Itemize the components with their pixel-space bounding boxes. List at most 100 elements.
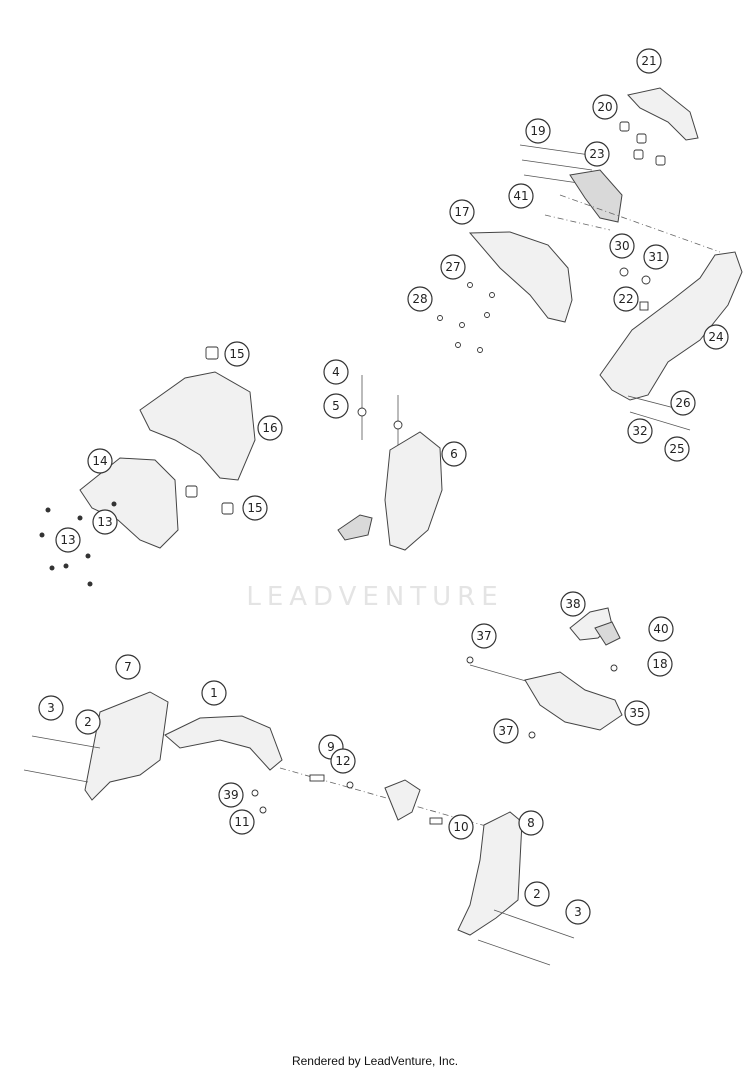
- callout-circle: [448, 814, 474, 840]
- callout-label: 7: [124, 660, 132, 674]
- screw: [484, 312, 490, 318]
- screw: [459, 322, 465, 328]
- callout-label: 39: [223, 788, 238, 802]
- part-15-bushing: [205, 346, 219, 360]
- callout-23: 23: [584, 141, 610, 167]
- callout-label: 15: [247, 501, 262, 515]
- callout-15: 15: [224, 341, 250, 367]
- callout-circle: [407, 286, 433, 312]
- callout-40: 40: [648, 616, 674, 642]
- callout-label: 13: [60, 533, 75, 547]
- part-40-clip: [594, 621, 621, 646]
- callout-35: 35: [624, 700, 650, 726]
- callout-circle: [627, 418, 653, 444]
- callout-6: 6: [441, 441, 467, 467]
- callout-24: 24: [703, 324, 729, 350]
- callout-circle: [508, 183, 534, 209]
- callout-circle: [609, 233, 635, 259]
- washer: [357, 407, 367, 417]
- callout-circle: [664, 436, 690, 462]
- callout-13: 13: [92, 509, 118, 535]
- callout-circle: [38, 695, 64, 721]
- callout-label: 13: [97, 515, 112, 529]
- callout-label: 24: [708, 330, 723, 344]
- callout-25: 25: [664, 436, 690, 462]
- bolt: [629, 411, 691, 431]
- callout-circle: [524, 881, 550, 907]
- callout-label: 11: [234, 815, 249, 829]
- callout-circle: [525, 118, 551, 144]
- callout-circle: [323, 359, 349, 385]
- assembly-line: [544, 214, 611, 231]
- callout-circle: [647, 651, 673, 677]
- spacer: [655, 155, 666, 166]
- screw: [77, 515, 83, 521]
- callout-circle: [115, 654, 141, 680]
- bolt: [23, 769, 89, 783]
- callout-19: 19: [525, 118, 551, 144]
- screw: [111, 501, 117, 507]
- callout-circle: [224, 341, 250, 367]
- callout-1: 1: [201, 680, 227, 706]
- spacer: [636, 133, 647, 144]
- part-15-bushing: [221, 502, 234, 515]
- nut-39: [251, 789, 259, 797]
- callout-circle: [449, 199, 475, 225]
- part-8-fork-guard: [457, 811, 523, 936]
- bolt-18: [610, 664, 618, 672]
- lower-left-assembly: [23, 691, 575, 966]
- callout-31: 31: [643, 244, 669, 270]
- callout-circle: [87, 448, 113, 474]
- callout-2: 2: [524, 881, 550, 907]
- callout-circle: [560, 591, 586, 617]
- callout-circle: [92, 509, 118, 535]
- washer: [393, 420, 403, 430]
- callout-label: 1: [210, 686, 218, 700]
- bolt-37: [528, 731, 536, 739]
- screw: [489, 292, 495, 298]
- callout-label: 38: [565, 597, 580, 611]
- callout-17: 17: [449, 199, 475, 225]
- callout-label: 2: [533, 887, 541, 901]
- callout-circle: [257, 415, 283, 441]
- callout-label: 4: [332, 365, 340, 379]
- footer-credit: Rendered by LeadVenture, Inc.: [291, 1054, 459, 1068]
- callout-circle: [643, 244, 669, 270]
- callout-circle: [670, 390, 696, 416]
- screw: [455, 342, 461, 348]
- washer: [641, 275, 651, 285]
- callout-circle: [703, 324, 729, 350]
- callout-16: 16: [257, 415, 283, 441]
- spacer-10: [429, 817, 443, 825]
- callout-label: 18: [652, 657, 667, 671]
- callout-3: 3: [565, 899, 591, 925]
- callout-label: 3: [47, 701, 55, 715]
- washer: [619, 267, 629, 277]
- callout-label: 9: [327, 740, 335, 754]
- callout-15: 15: [242, 495, 268, 521]
- callout-28: 28: [407, 286, 433, 312]
- bolt: [493, 909, 575, 939]
- callout-label: 25: [669, 442, 684, 456]
- callout-circle: [242, 495, 268, 521]
- callout-label: 31: [648, 250, 663, 264]
- callout-circle: [584, 141, 610, 167]
- callout-label: 3: [574, 905, 582, 919]
- bolt: [519, 144, 591, 156]
- screw: [467, 282, 473, 288]
- nut-11: [259, 806, 267, 814]
- spacer: [619, 121, 630, 132]
- callout-2: 2: [75, 709, 101, 735]
- callout-circle: [565, 899, 591, 925]
- screw: [85, 553, 91, 559]
- callout-circle: [75, 709, 101, 735]
- upper-right-assembly: [437, 87, 743, 431]
- callout-37: 37: [471, 623, 497, 649]
- callout-37: 37: [493, 718, 519, 744]
- bolt: [31, 735, 101, 749]
- middle-left-assembly: [39, 346, 256, 587]
- callout-label: 6: [450, 447, 458, 461]
- callout-circle: [441, 441, 467, 467]
- callout-label: 8: [527, 816, 535, 830]
